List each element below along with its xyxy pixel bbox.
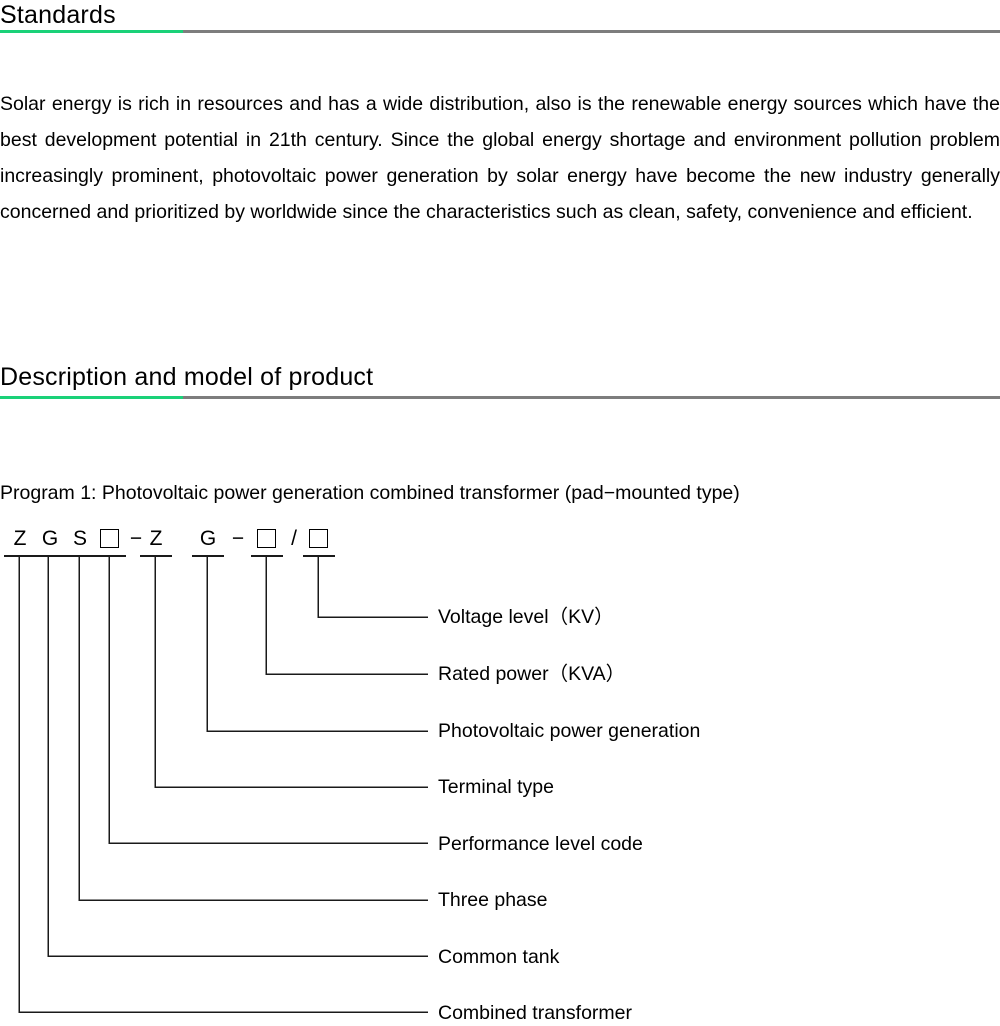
leader-label-performance-level: Performance level code [438,833,643,855]
code-underbar-box2 [251,555,283,557]
code-underbar-box1 [94,555,126,557]
leader-line-rated-power [265,555,428,675]
leader-label-photovoltaic: Photovoltaic power generation [438,720,701,742]
leader-label-voltage-level: Voltage level（KV） [438,606,614,628]
leader-label-terminal-type: Terminal type [438,776,554,798]
leader-line-terminal-type [154,555,428,788]
heading-rule-standards [0,30,1000,33]
code-underbar-s [64,555,96,557]
code-underbar-box3 [303,555,335,557]
page-title-standards: Standards [0,1,116,29]
code-token-z2: Z [149,527,163,550]
leader-line-combined-transformer [18,555,428,1013]
code-underbar-z1 [4,555,36,557]
code-token-s: S [72,527,87,550]
code-separator-dash1: − [129,527,143,550]
code-underbar-g1 [33,555,65,557]
heading-rule-description [0,396,1000,399]
leader-label-combined-transformer: Combined transformer [438,1002,632,1024]
leader-line-photovoltaic [206,555,428,732]
leader-line-common-tank [47,555,428,957]
code-token-g2: G [199,527,217,550]
code-separator-slash: / [291,527,297,550]
leader-line-three-phase [78,555,428,901]
leader-label-three-phase: Three phase [438,889,548,911]
code-separator-dash2: − [231,527,245,550]
page-title-description: Description and model of product [0,363,374,391]
code-box-performance [100,529,119,548]
body-paragraph: Solar energy is rich in resources and ha… [0,93,1000,223]
leader-line-performance-level [108,555,428,844]
code-box-rated-power [257,529,276,548]
code-box-voltage-level [309,529,328,548]
leader-label-rated-power: Rated power（KVA） [438,663,626,685]
code-underbar-g2 [192,555,224,557]
code-underbar-z2 [140,555,172,557]
program-caption: Program 1: Photovoltaic power generation… [0,482,740,504]
code-token-z1: Z [13,527,27,550]
code-token-g1: G [41,527,59,550]
model-code-row: Z G S − Z G − / [0,525,360,565]
leader-label-common-tank: Common tank [438,946,560,968]
